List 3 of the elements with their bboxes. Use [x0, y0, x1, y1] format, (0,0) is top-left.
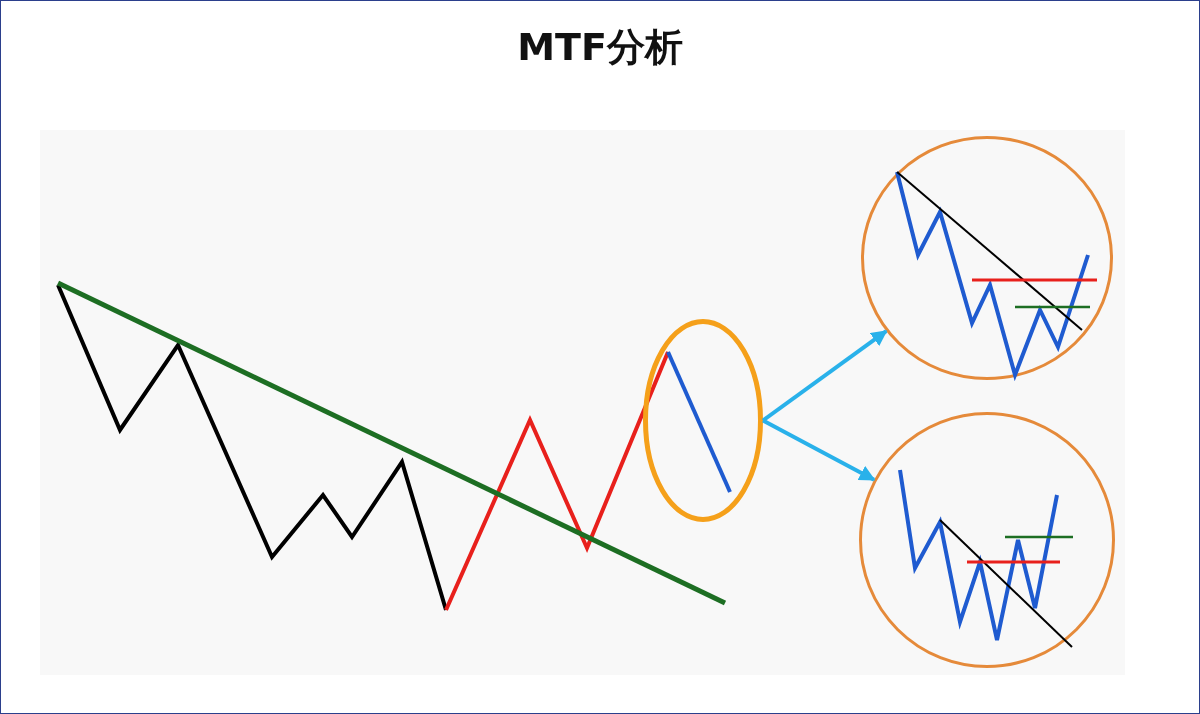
title: MTF分析 [516, 24, 684, 71]
arrow [761, 329, 888, 423]
arrow [762, 418, 876, 482]
